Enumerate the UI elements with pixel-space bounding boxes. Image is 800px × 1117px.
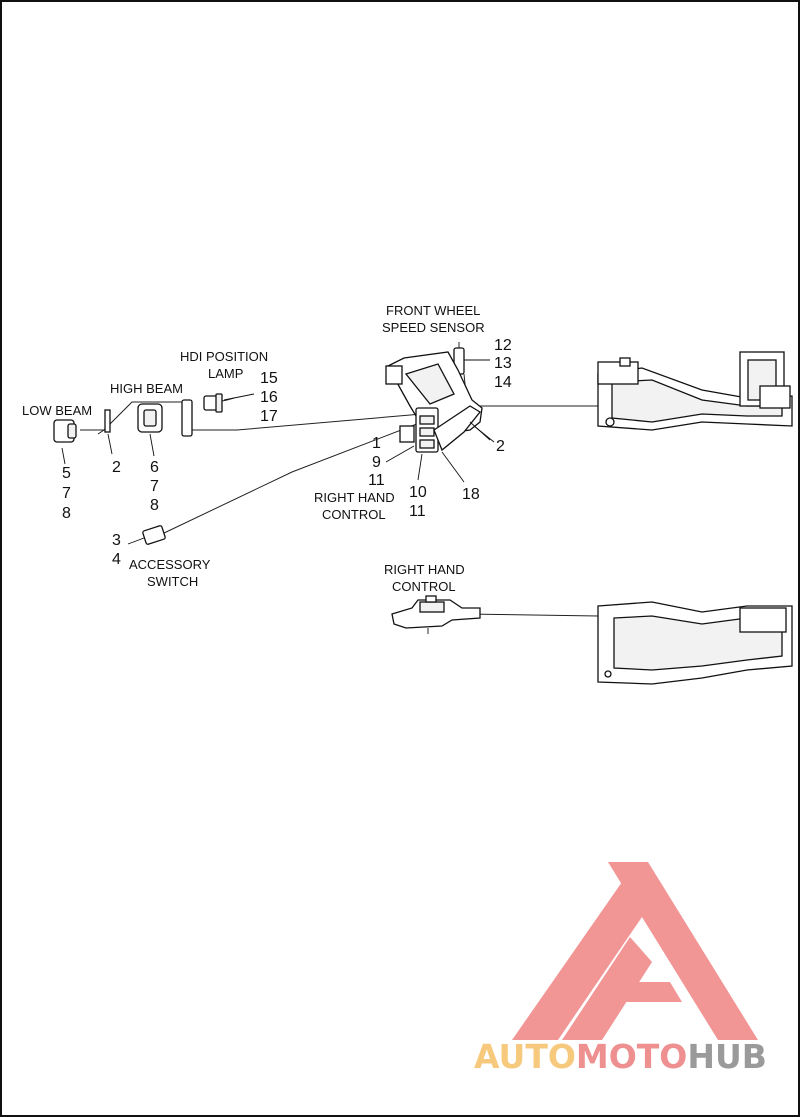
label-right-hand-control-lower-1: RIGHT HAND xyxy=(384,562,465,577)
callout-high-beam-2: 7 xyxy=(150,478,159,495)
callout-low-beam-3: 8 xyxy=(62,505,71,522)
callout-accessory-2: 4 xyxy=(112,551,121,568)
label-right-hand-control-2: CONTROL xyxy=(322,507,386,522)
callout-control-left-3: 11 xyxy=(368,472,385,489)
watermark-logo-icon xyxy=(512,862,758,1040)
hdi-position-lamp-connector xyxy=(203,393,255,413)
right-hand-control-lower xyxy=(391,595,481,634)
label-hdi-position-lamp-2: LAMP xyxy=(208,366,243,381)
callout-hdi-2: 16 xyxy=(260,389,278,406)
label-accessory-switch-1: ACCESSORY xyxy=(129,557,211,572)
callout-hdi-1: 15 xyxy=(260,370,278,387)
callout-control-left-1: 1 xyxy=(372,435,381,452)
callout-control-bottom-1: 10 xyxy=(409,484,427,501)
callout-sensor-2: 13 xyxy=(494,355,512,372)
low-beam-connector xyxy=(53,419,77,465)
accessory-switch-connector xyxy=(127,525,166,545)
high-beam-connector xyxy=(104,399,193,457)
label-low-beam: LOW BEAM xyxy=(22,403,92,418)
label-accessory-switch-2: SWITCH xyxy=(147,574,198,589)
label-hdi-position-lamp-1: HDI POSITION xyxy=(180,349,268,364)
label-high-beam: HIGH BEAM xyxy=(110,381,183,396)
label-front-wheel-sensor-1: FRONT WHEEL xyxy=(386,303,480,318)
callout-hdi-3: 17 xyxy=(260,408,278,425)
callout-low-beam-2: 7 xyxy=(62,485,71,502)
handlebar-housing-top xyxy=(597,351,793,431)
callout-control-right-18: 18 xyxy=(462,486,480,503)
handlebar-housing-lower xyxy=(597,601,793,685)
callout-high-beam-clip: 2 xyxy=(112,459,121,476)
callout-sensor-3: 14 xyxy=(494,374,512,391)
callout-control-left-2: 9 xyxy=(372,454,381,471)
callout-control-bottom-2: 11 xyxy=(409,503,426,520)
wire-harness xyxy=(80,373,599,617)
front-wheel-speed-sensor xyxy=(453,342,490,375)
label-right-hand-control-1: RIGHT HAND xyxy=(314,490,395,505)
callout-accessory-1: 3 xyxy=(112,532,121,549)
callout-sensor-1: 12 xyxy=(494,337,512,354)
callout-high-beam-3: 8 xyxy=(150,497,159,514)
callout-low-beam-1: 5 xyxy=(62,465,71,482)
label-right-hand-control-lower-2: CONTROL xyxy=(392,579,456,594)
callout-control-right-2: 2 xyxy=(496,438,505,455)
label-front-wheel-sensor-2: SPEED SENSOR xyxy=(382,320,485,335)
callout-high-beam-1: 6 xyxy=(150,459,159,476)
right-hand-control-assembly xyxy=(385,351,495,483)
watermark-text: AUTOMOTOHUB xyxy=(474,1037,767,1076)
